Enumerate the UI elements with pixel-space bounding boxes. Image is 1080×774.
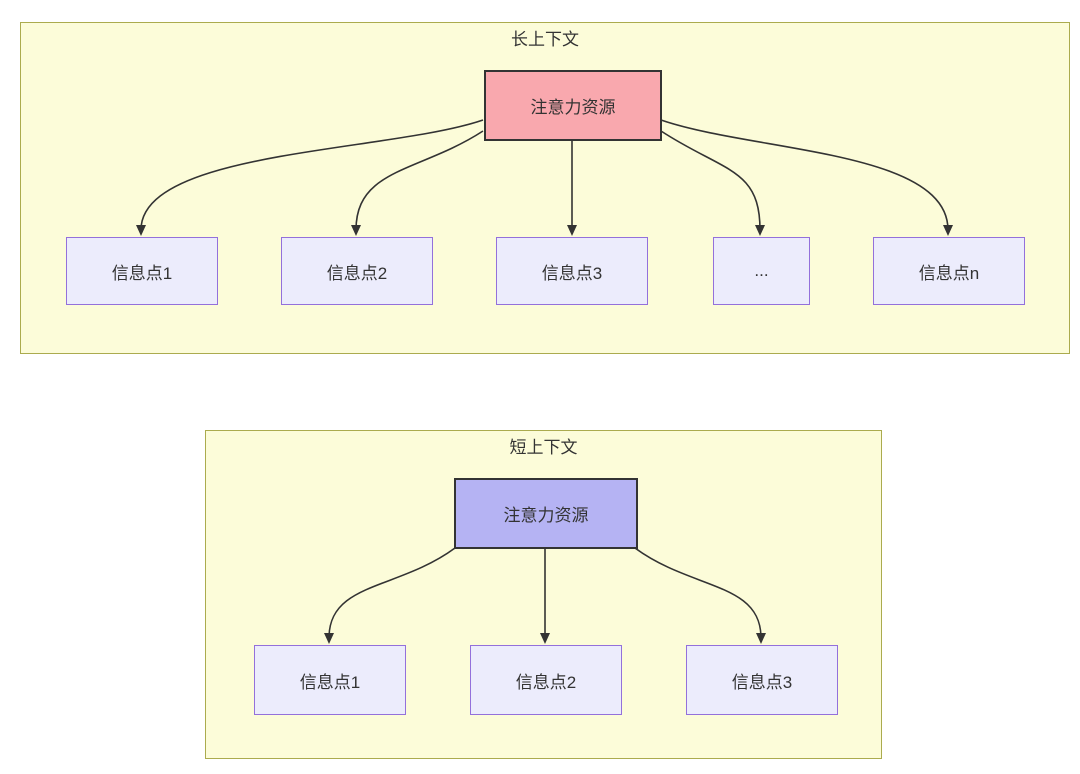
attention-resource-label: 注意力资源: [503, 506, 589, 525]
info-node: ...: [713, 237, 810, 305]
info-node: 信息点3: [496, 237, 648, 305]
info-node: 信息点2: [281, 237, 433, 305]
cluster-title-short: 短上下文: [509, 438, 578, 457]
info-node-label: 信息点3: [541, 263, 603, 283]
info-node: 信息点1: [66, 237, 218, 305]
info-node-label: ...: [754, 261, 769, 280]
info-node-label: 信息点n: [918, 263, 980, 283]
cluster-long-context: 长上下文 注意力资源 信息点1 信息点2 信息点3 ... 信息点n: [20, 22, 1070, 354]
info-node-label: 信息点2: [515, 672, 577, 692]
attention-resource-node-long: 注意力资源: [484, 70, 662, 141]
info-node-label: 信息点1: [299, 672, 361, 692]
info-node-label: 信息点3: [731, 672, 793, 692]
info-node: 信息点2: [470, 645, 622, 715]
attention-resource-node-short: 注意力资源: [454, 478, 638, 549]
info-node: 信息点1: [254, 645, 406, 715]
attention-resource-label: 注意力资源: [530, 98, 616, 117]
info-node-label: 信息点1: [111, 263, 173, 283]
info-node-label: 信息点2: [326, 263, 388, 283]
info-node: 信息点3: [686, 645, 838, 715]
cluster-title-long: 长上下文: [511, 30, 579, 49]
info-node: 信息点n: [873, 237, 1025, 305]
cluster-short-context: 短上下文 注意力资源 信息点1 信息点2 信息点3: [205, 430, 882, 759]
